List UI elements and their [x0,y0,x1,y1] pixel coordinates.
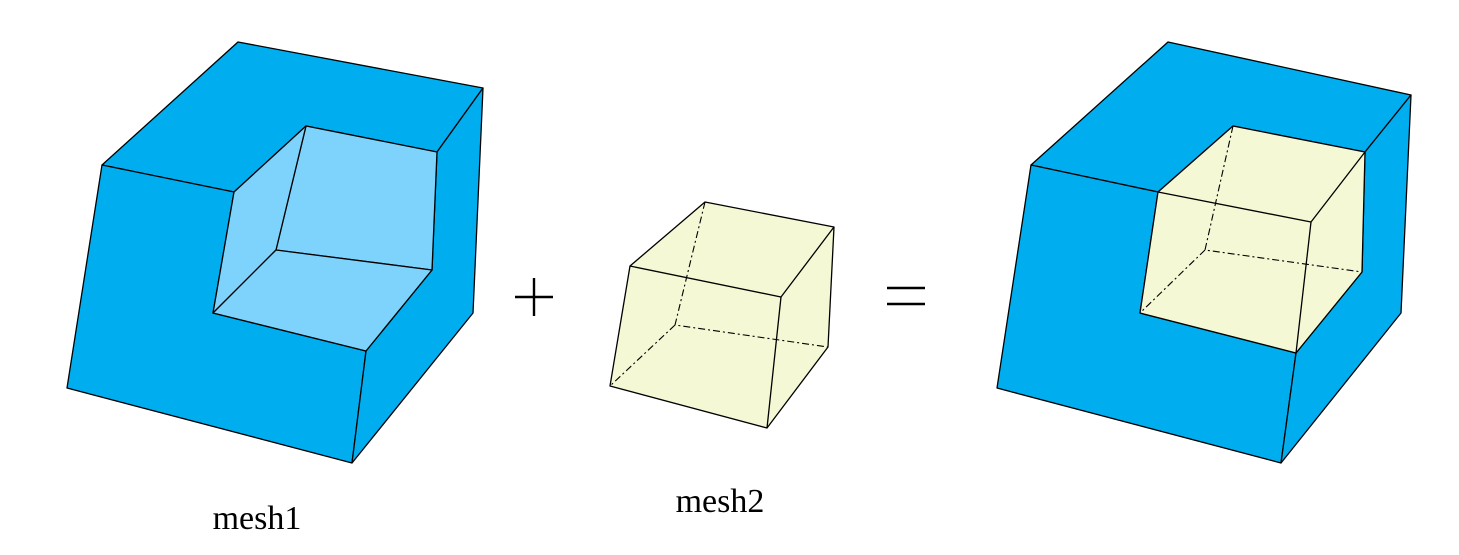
result-figure [996,41,1412,464]
equals-operator [887,286,925,306]
mesh1-figure [66,41,484,464]
mesh2-label: mesh2 [676,483,765,520]
mesh2-outline [609,201,835,429]
mesh1-cavity-floor-face [212,249,433,352]
mesh2-figure [609,201,835,429]
mesh1-label: mesh1 [213,500,302,537]
mesh2-fill [610,202,834,428]
plus-operator [515,278,553,316]
result-inserted-cube [1140,126,1365,353]
